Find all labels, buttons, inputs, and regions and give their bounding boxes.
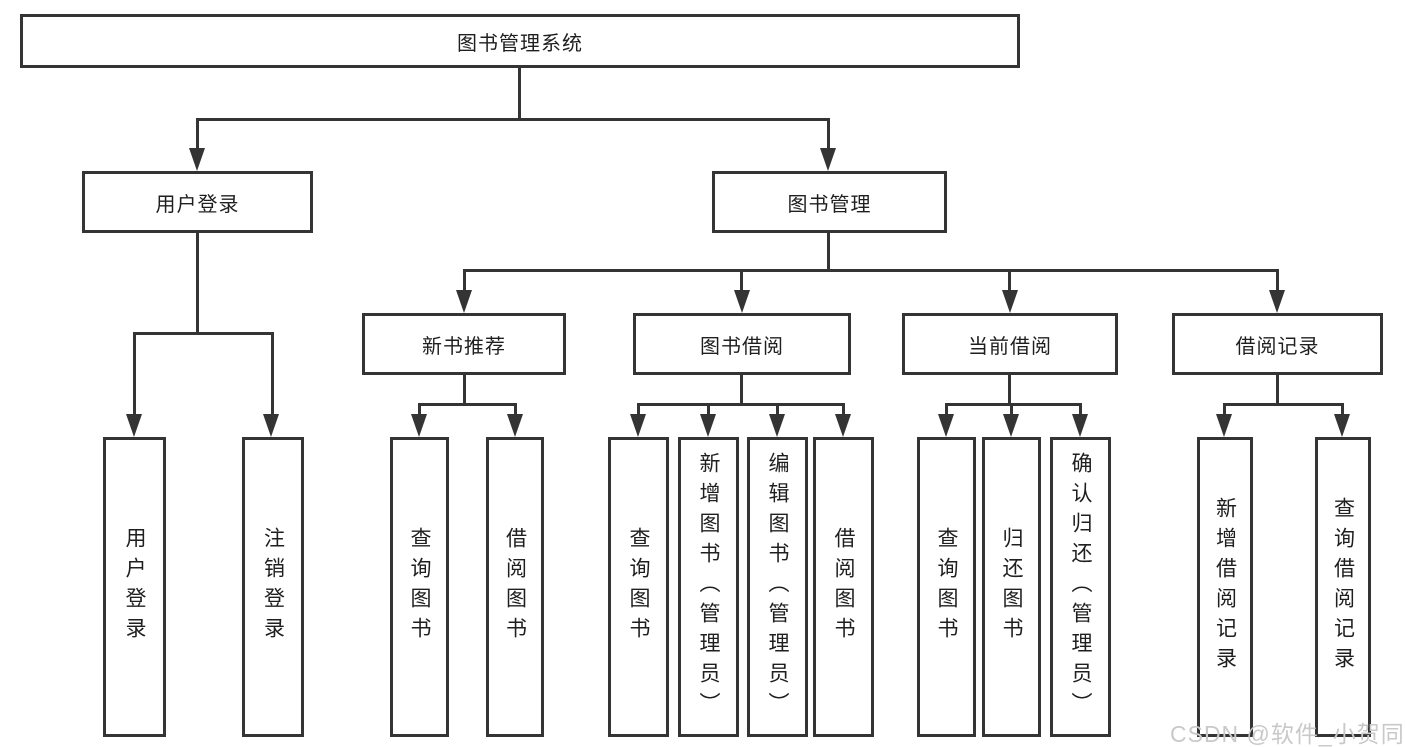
node-book-management: 图书管理 xyxy=(712,171,947,233)
arrowhead-icon xyxy=(1334,414,1350,437)
edge-current-stem xyxy=(1008,375,1011,405)
arrowhead-icon xyxy=(1002,290,1018,313)
arrowhead-icon xyxy=(411,414,427,437)
edge-drop-l3 xyxy=(740,269,743,291)
arrowhead-icon xyxy=(700,414,716,437)
node-book-borrow: 图书借阅 xyxy=(633,313,851,375)
edge-drop-leaf xyxy=(1223,403,1226,416)
edge-drop-leaf xyxy=(842,403,845,416)
arrowhead-icon xyxy=(126,414,142,437)
edge-current-branch xyxy=(945,403,1081,406)
node-current-borrow: 当前借阅 xyxy=(902,313,1118,375)
arrowhead-icon xyxy=(1216,414,1232,437)
leaf-borrow-add-book-admin: 新增图书（管理员） xyxy=(678,437,739,737)
edge-drop-leaf xyxy=(271,332,274,414)
edge-recommend-branch xyxy=(418,403,517,406)
arrowhead-icon xyxy=(820,148,836,171)
arrowhead-icon xyxy=(189,148,205,171)
leaf-borrow-borrow-book: 借阅图书 xyxy=(813,437,874,737)
arrowhead-icon xyxy=(769,414,785,437)
arrowhead-icon xyxy=(263,414,279,437)
edge-borrow-branch xyxy=(637,403,845,406)
leaf-user-login: 用户登录 xyxy=(103,437,166,737)
edge-login-branch xyxy=(133,332,273,335)
edge-drop-l3 xyxy=(1276,269,1279,291)
edge-root-branch xyxy=(196,118,830,121)
leaf-current-confirm-return-admin: 确认归还（管理员） xyxy=(1050,437,1111,737)
arrowhead-icon xyxy=(630,414,646,437)
arrowhead-icon xyxy=(1003,414,1019,437)
edge-mgmt-branch xyxy=(463,269,1279,272)
leaf-recommend-query-book: 查询图书 xyxy=(390,437,449,737)
edge-login-stem xyxy=(196,232,199,334)
edge-drop-leaf xyxy=(514,403,517,416)
edge-drop-leaf xyxy=(133,332,136,414)
arrowhead-icon xyxy=(835,414,851,437)
leaf-recommend-borrow-book: 借阅图书 xyxy=(486,437,544,737)
edge-drop-leaf xyxy=(1010,403,1013,416)
node-new-book-recommend: 新书推荐 xyxy=(362,313,566,375)
node-user-login: 用户登录 xyxy=(82,171,313,233)
leaf-borrow-edit-book-admin: 编辑图书（管理员） xyxy=(747,437,808,737)
edge-drop-l3 xyxy=(1008,269,1011,291)
arrowhead-icon xyxy=(507,414,523,437)
edge-borrow-stem xyxy=(740,375,743,405)
arrowhead-icon xyxy=(1269,290,1285,313)
arrowhead-icon xyxy=(938,414,954,437)
edge-drop-leaf xyxy=(945,403,948,416)
edge-drop-book-mgmt xyxy=(827,118,830,151)
leaf-logout: 注销登录 xyxy=(242,437,304,737)
edge-drop-user-login xyxy=(196,118,199,151)
edge-drop-l3 xyxy=(463,269,466,291)
edge-mgmt-stem xyxy=(827,232,830,272)
arrowhead-icon xyxy=(734,290,750,313)
edge-drop-leaf xyxy=(1079,403,1082,416)
edge-drop-leaf xyxy=(707,403,710,416)
watermark: CSDN @软件_小贺同学 xyxy=(1170,721,1405,747)
node-borrow-records: 借阅记录 xyxy=(1172,313,1383,375)
leaf-borrow-query-book: 查询图书 xyxy=(608,437,669,737)
arrowhead-icon xyxy=(1072,414,1088,437)
node-library-system: 图书管理系统 xyxy=(20,14,1020,68)
edge-recommend-stem xyxy=(463,375,466,405)
leaf-current-query-book: 查询图书 xyxy=(917,437,976,737)
edge-drop-leaf xyxy=(418,403,421,416)
edge-records-branch xyxy=(1223,403,1343,406)
edge-drop-leaf xyxy=(1341,403,1344,416)
edge-drop-leaf xyxy=(637,403,640,416)
arrowhead-icon xyxy=(456,290,472,313)
leaf-records-add-record: 新增借阅记录 xyxy=(1197,437,1253,737)
edge-records-stem xyxy=(1276,375,1279,405)
edge-drop-leaf xyxy=(776,403,779,416)
edge-root-stem xyxy=(518,67,521,120)
leaf-records-query-record: 查询借阅记录 xyxy=(1315,437,1371,737)
leaf-current-return-book: 归还图书 xyxy=(982,437,1041,737)
